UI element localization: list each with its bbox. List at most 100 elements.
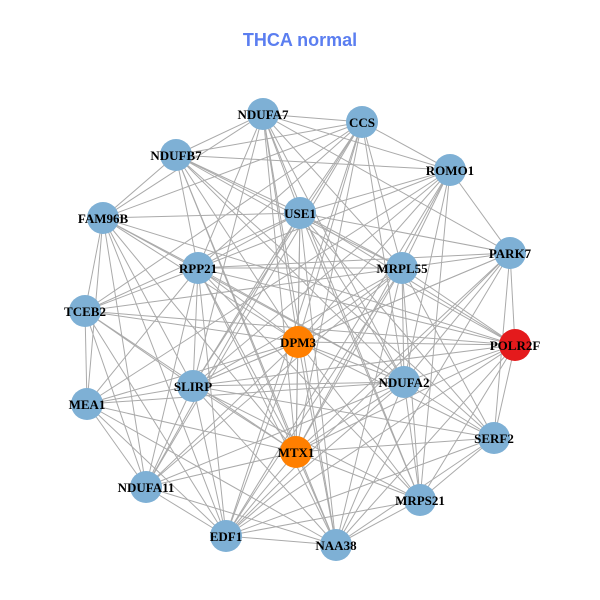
edge-RPP21-NAA38	[197, 267, 337, 546]
node-tceb2[interactable]: TCEB2	[64, 295, 106, 327]
edge-ROMO1-PARK7	[449, 169, 511, 254]
edge-MRPL55-NDUFA11	[145, 267, 403, 488]
node-romo1[interactable]: ROMO1	[426, 154, 474, 186]
node-edf1[interactable]: EDF1	[210, 520, 243, 552]
edge-MRPS21-EDF1	[225, 499, 421, 537]
figure-title: THCA normal	[242, 30, 358, 50]
node-circle	[284, 197, 316, 229]
node-label: NAA38	[315, 538, 357, 553]
edge-DPM3-NAA38	[297, 341, 337, 546]
edge-RPP21-MEA1	[86, 267, 199, 405]
node-mea1[interactable]: MEA1	[69, 388, 106, 420]
edge-MTX1-NDUFA11	[145, 451, 297, 488]
node-ndufa11[interactable]: NDUFA11	[118, 471, 175, 503]
node-ccs[interactable]: CCS	[346, 106, 378, 138]
edge-CCS-ROMO1	[361, 121, 451, 171]
edge-SLIRP-NAA38	[192, 385, 337, 546]
edge-PARK7-NAA38	[335, 252, 511, 546]
node-ndufb7[interactable]: NDUFB7	[150, 139, 202, 171]
node-dpm3[interactable]: DPM3	[280, 326, 317, 358]
edge-ROMO1-SLIRP	[192, 169, 451, 387]
node-serf2[interactable]: SERF2	[474, 422, 514, 454]
edge-PARK7-MRPL55	[401, 252, 511, 269]
edge-POLR2F-SLIRP	[192, 344, 516, 387]
node-slirp[interactable]: SLIRP	[174, 370, 212, 402]
node-mtx1[interactable]: MTX1	[278, 436, 315, 468]
edge-ROMO1-RPP21	[197, 169, 451, 269]
node-ndufa2[interactable]: NDUFA2	[378, 366, 430, 398]
edge-SLIRP-NDUFA11	[145, 385, 194, 488]
node-label: CCS	[349, 115, 375, 130]
edge-MEA1-MTX1	[86, 403, 297, 453]
edge-USE1-NDUFA2	[299, 212, 405, 383]
node-circle	[434, 154, 466, 186]
node-mrps21[interactable]: MRPS21	[395, 484, 445, 516]
edge-TCEB2-DPM3	[84, 310, 299, 343]
edge-RPP21-EDF1	[197, 267, 227, 537]
edge-SERF2-MRPS21	[419, 437, 495, 501]
edge-POLR2F-MRPS21	[419, 344, 516, 501]
edge-POLR2F-NAA38	[335, 344, 516, 546]
edge-CCS-USE1	[299, 121, 363, 214]
edge-POLR2F-NDUFA2	[403, 344, 516, 383]
edge-NDUFA7-DPM3	[262, 113, 299, 343]
node-use1[interactable]: USE1	[284, 197, 316, 229]
edge-ROMO1-MRPS21	[419, 169, 451, 501]
node-label: TCEB2	[64, 304, 106, 319]
node-circle	[404, 484, 436, 516]
edge-SLIRP-NDUFA2	[192, 381, 405, 387]
edge-MEA1-EDF1	[86, 403, 227, 537]
edge-USE1-NDUFA11	[145, 212, 301, 488]
edge-NDUFA7-RPP21	[197, 113, 264, 269]
node-label: MRPS21	[395, 493, 445, 508]
node-circle	[177, 370, 209, 402]
node-ndufa7[interactable]: NDUFA7	[237, 98, 289, 130]
node-circle	[71, 388, 103, 420]
edge-MRPL55-SERF2	[401, 267, 495, 439]
edge-MRPL55-NAA38	[335, 267, 403, 546]
edge-ROMO1-USE1	[299, 169, 451, 214]
edge-RPP21-MTX1	[197, 267, 297, 453]
node-label: NDUFA2	[378, 375, 429, 390]
node-label: FAM96B	[78, 211, 129, 226]
node-mrpl55[interactable]: MRPL55	[376, 252, 428, 284]
edge-CCS-NDUFB7	[175, 121, 363, 156]
node-label: PARK7	[489, 246, 532, 261]
node-label: POLR2F	[490, 338, 541, 353]
node-label: MRPL55	[376, 261, 428, 276]
node-label: SERF2	[474, 431, 514, 446]
edge-RPP21-NDUFA11	[145, 267, 199, 488]
edge-EDF1-NAA38	[225, 535, 337, 546]
edge-MEA1-NDUFA11	[86, 403, 147, 488]
node-circle	[130, 471, 162, 503]
edge-MTX1-NAA38	[295, 451, 337, 546]
node-fam96b[interactable]: FAM96B	[78, 202, 129, 234]
edge-SERF2-EDF1	[225, 437, 495, 537]
edge-DPM3-NDUFA11	[145, 341, 299, 488]
edge-DPM3-NDUFA2	[297, 341, 405, 383]
edge-CCS-RPP21	[197, 121, 363, 269]
edge-CCS-MRPL55	[361, 121, 403, 269]
node-label: EDF1	[210, 529, 243, 544]
edge-CCS-MTX1	[295, 121, 363, 453]
edge-FAM96B-MTX1	[102, 217, 297, 453]
node-rpp21[interactable]: RPP21	[179, 252, 217, 284]
edge-SLIRP-MEA1	[86, 385, 194, 405]
node-naa38[interactable]: NAA38	[315, 529, 357, 561]
edge-NDUFB7-RPP21	[175, 154, 199, 269]
edge-NDUFB7-POLR2F	[175, 154, 516, 346]
edge-USE1-MRPL55	[299, 212, 403, 269]
node-park7[interactable]: PARK7	[489, 237, 532, 269]
edge-USE1-SERF2	[299, 212, 495, 439]
edge-NDUFA7-MRPS21	[262, 113, 421, 501]
edge-ROMO1-EDF1	[225, 169, 451, 537]
edge-NDUFB7-ROMO1	[175, 154, 451, 171]
edge-ROMO1-DPM3	[297, 169, 451, 343]
edge-POLR2F-EDF1	[225, 344, 516, 537]
edge-USE1-MRPS21	[299, 212, 421, 501]
edge-ROMO1-NDUFA2	[403, 169, 451, 383]
node-polr2f[interactable]: POLR2F	[490, 329, 541, 361]
edge-FAM96B-EDF1	[102, 217, 227, 537]
edge-NDUFB7-USE1	[175, 154, 301, 214]
